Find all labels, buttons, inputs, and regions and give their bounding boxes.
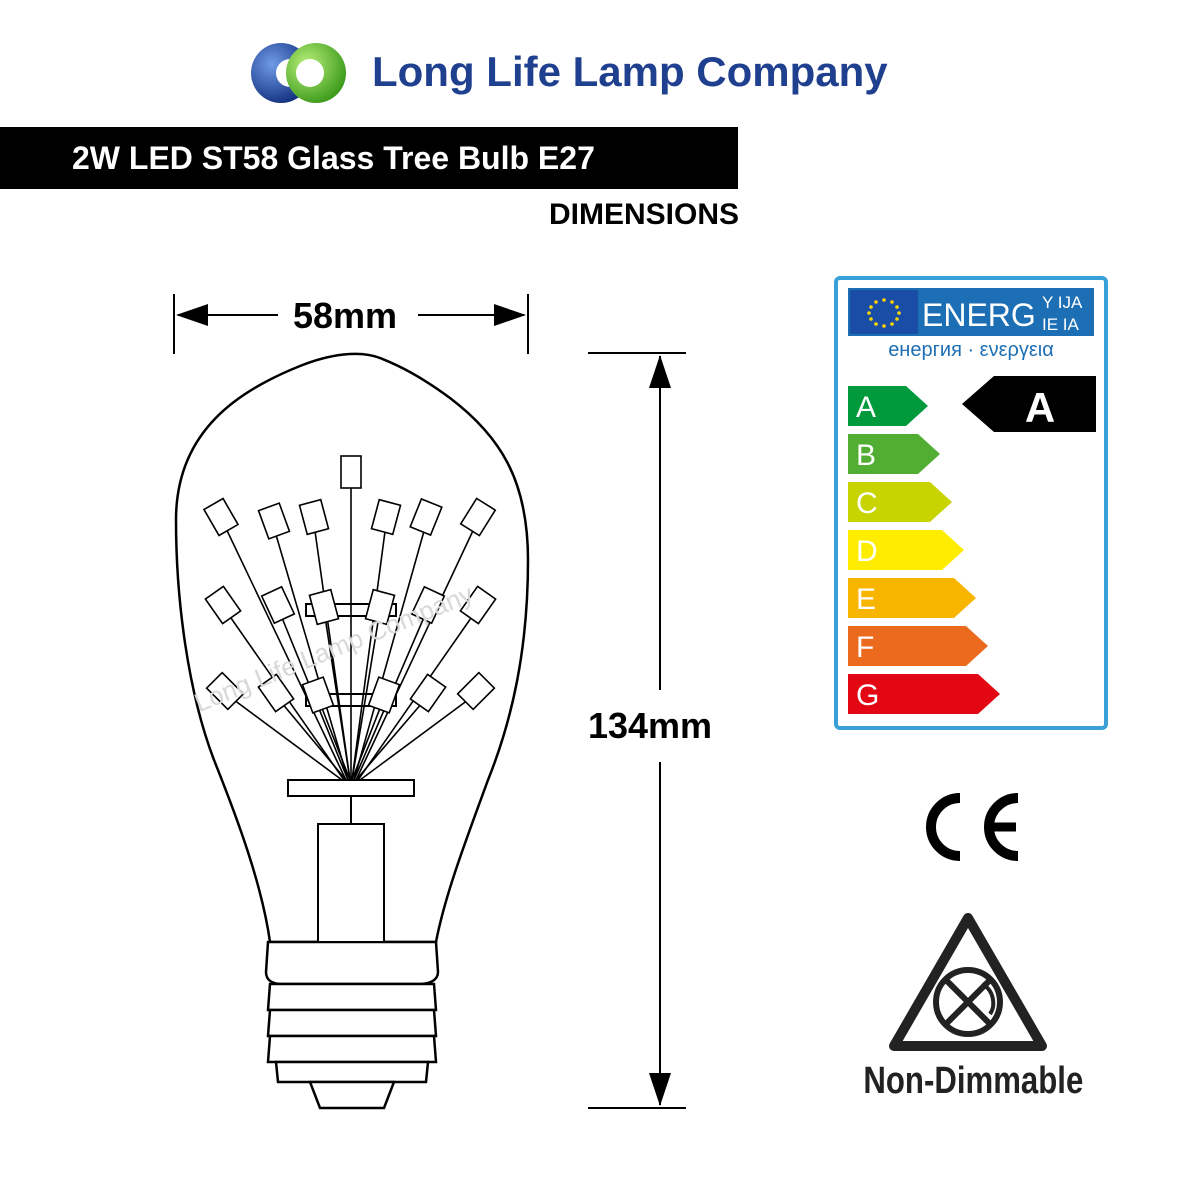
eu-stars-icon xyxy=(867,298,901,328)
energy-class-e-letter: E xyxy=(856,583,876,616)
height-dimension-line xyxy=(588,352,686,1109)
title-bar xyxy=(0,127,738,189)
energy-class-c-bar xyxy=(848,482,952,522)
energy-class-f-bar xyxy=(848,626,988,666)
bulb-glass-outline xyxy=(174,352,530,944)
section-heading: DIMENSIONS xyxy=(548,198,739,231)
led-branches xyxy=(202,455,497,781)
height-arrow-up-icon xyxy=(649,355,671,388)
energy-header-suffix-top: Y IJA xyxy=(1042,293,1083,312)
bulb-diagram xyxy=(173,294,686,1110)
energy-class-a-letter: A xyxy=(856,391,876,424)
energy-label: ENERG Y IJA IE IA енергия · ενεργεια ABC… xyxy=(834,276,1108,730)
non-dimmable-label: Non-Dimmable xyxy=(863,1060,1084,1102)
energy-subtitle: енергия · ενεργεια xyxy=(888,339,1054,361)
bulb-base xyxy=(264,940,440,1110)
energy-header-text: ENERG xyxy=(922,297,1036,333)
height-label: 134mm xyxy=(570,706,730,746)
energy-class-g-bar xyxy=(848,674,1000,714)
energy-header-suffix-bottom: IE IA xyxy=(1042,315,1080,334)
energy-class-d-bar xyxy=(848,530,964,570)
product-title: 2W LED ST58 Glass Tree Bulb E27 xyxy=(72,140,595,176)
width-arrow-left-icon xyxy=(176,304,208,326)
energy-class-d-letter: D xyxy=(856,535,878,568)
brand-logo xyxy=(251,43,346,103)
width-label: 58mm xyxy=(280,296,410,336)
brand-name: Long Life Lamp Company xyxy=(372,48,888,95)
energy-class-b-letter: B xyxy=(856,439,876,472)
width-arrow-right-icon xyxy=(494,304,526,326)
energy-class-g-letter: G xyxy=(856,679,879,712)
energy-class-f-letter: F xyxy=(856,631,874,664)
energy-class-b-bar xyxy=(848,434,940,474)
non-dimmable-icon xyxy=(889,913,1047,1051)
height-arrow-down-icon xyxy=(649,1073,671,1106)
energy-rating-arrow xyxy=(962,376,1096,432)
energy-class-e-bar xyxy=(848,578,976,618)
ce-mark-icon xyxy=(926,793,1019,861)
energy-class-c-letter: C xyxy=(856,487,878,520)
energy-class-a-bar xyxy=(848,386,928,426)
energy-rating-letter: A xyxy=(1025,384,1055,431)
